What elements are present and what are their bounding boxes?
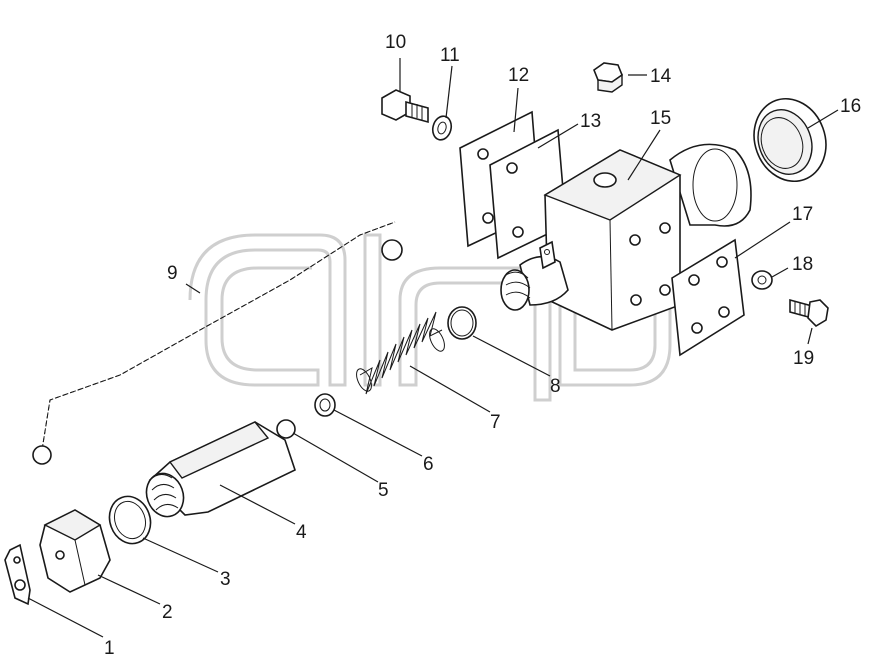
callout-12: 12 [508, 65, 529, 86]
part-11-washer [431, 115, 453, 141]
part-7-spring [356, 311, 445, 395]
part-17-flange-plate [671, 238, 745, 357]
callout-6: 6 [423, 454, 434, 475]
callout-8: 8 [550, 376, 561, 397]
part-16-flange-ring [753, 97, 827, 183]
callout-9: 9 [167, 263, 178, 284]
part-9-chain [32, 221, 403, 465]
part-19-bolt [789, 298, 829, 328]
callout-18: 18 [792, 254, 813, 275]
part-14-plug [593, 62, 623, 93]
part-10-bolt [381, 89, 429, 124]
callout-19: 19 [793, 348, 814, 369]
part-5-ball [276, 419, 296, 439]
callout-4: 4 [296, 522, 307, 543]
leader-lines [27, 58, 839, 638]
callout-14: 14 [650, 66, 672, 87]
callout-10: 10 [385, 32, 406, 53]
callout-1: 1 [104, 638, 115, 659]
callout-17: 17 [792, 204, 813, 225]
part-15-valve-block [500, 143, 752, 331]
callout-11: 11 [440, 45, 460, 66]
callout-15: 15 [650, 108, 671, 129]
callout-13: 13 [580, 111, 601, 132]
callout-7: 7 [490, 412, 501, 433]
part-1-bracket-plate [4, 543, 31, 606]
part-18-washer [751, 270, 773, 290]
callout-16: 16 [840, 96, 861, 117]
callout-labels: 1 2 3 4 5 6 7 8 9 10 11 12 13 14 15 16 1… [104, 32, 861, 659]
callout-3: 3 [220, 569, 231, 590]
callout-2: 2 [162, 602, 173, 623]
part-4-threaded-body [145, 421, 296, 518]
part-8-o-ring [447, 306, 477, 340]
part-3-washer [108, 495, 152, 545]
callout-5: 5 [378, 480, 389, 501]
part-2-hex-cap [39, 509, 111, 593]
part-6-seat-washer [314, 393, 336, 417]
